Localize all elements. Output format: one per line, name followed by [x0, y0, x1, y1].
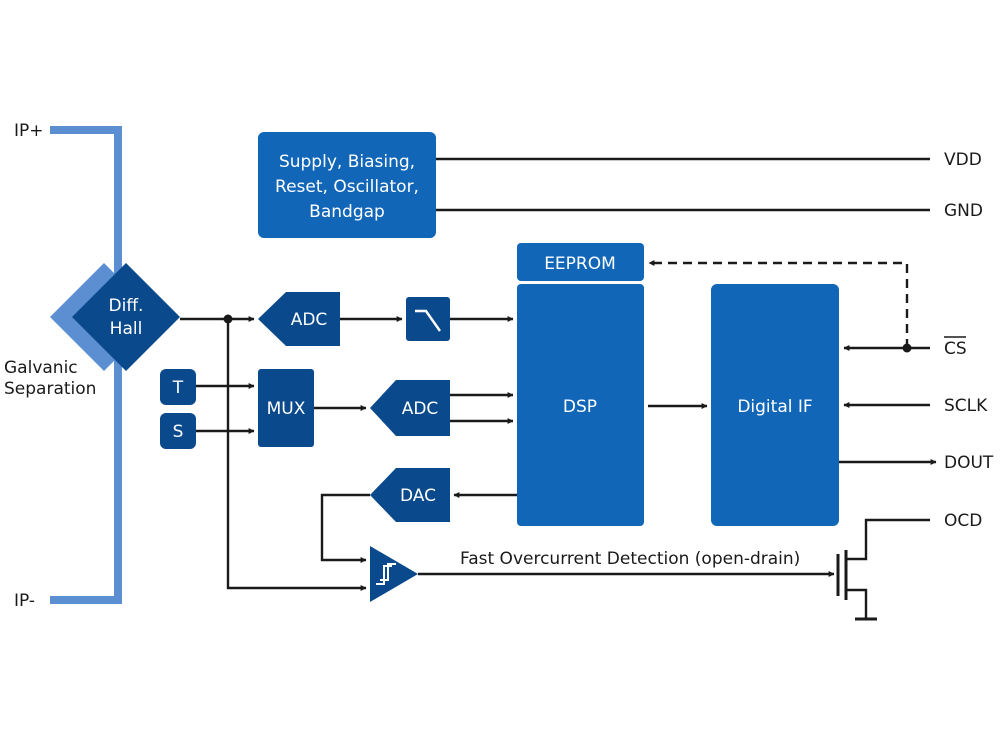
- t-input-block: [160, 369, 196, 405]
- eeprom-label: EEPROM: [544, 254, 616, 274]
- transistor-drain: [846, 518, 930, 561]
- s-input-label: S: [173, 422, 184, 442]
- digital-if-label: Digital IF: [737, 397, 812, 417]
- galvanic-label-line1: Galvanic: [4, 358, 78, 378]
- eeprom-block: [517, 243, 644, 281]
- dout-pin-label: DOUT: [944, 453, 994, 473]
- diff-hall-label-line1: Diff.: [109, 296, 144, 316]
- s-input-block: [160, 413, 196, 449]
- cs-pin-label: CS: [944, 339, 967, 359]
- diff-hall-label-line2: Hall: [110, 319, 143, 339]
- galvanic-label-line2: Separation: [4, 379, 96, 399]
- current-conductor: [50, 126, 122, 604]
- adc-mid-label: ADC: [402, 399, 439, 419]
- supply-label-line3: Bandgap: [309, 202, 385, 222]
- ip-minus-label: IP-: [14, 591, 35, 611]
- adc-top-block: [258, 292, 340, 346]
- mux-label: MUX: [267, 399, 306, 419]
- hysteresis-icon: [376, 563, 396, 585]
- lowpass-filter-icon: [415, 309, 441, 332]
- hall-to-comparator-wire: [226, 319, 367, 591]
- t-input-label: T: [172, 378, 184, 398]
- dac-block: [370, 468, 450, 522]
- supply-label-line2: Reset, Oscillator,: [275, 177, 419, 197]
- comparator-block: [370, 546, 418, 602]
- lowpass-filter-block: [406, 297, 450, 341]
- sclk-pin-label: SCLK: [944, 396, 988, 416]
- ip-plus-label: IP+: [14, 121, 44, 141]
- mux-block: [258, 369, 314, 447]
- conductor-path: [50, 126, 122, 604]
- dac-to-comparator-wire: [320, 493, 370, 563]
- supply-label-line1: Supply, Biasing,: [279, 152, 415, 172]
- digital-if-block: [711, 284, 839, 526]
- ocd-pin-label: OCD: [944, 511, 982, 531]
- fast-ocd-annotation: Fast Overcurrent Detection (open-drain): [460, 549, 800, 569]
- transistor-source: [846, 588, 868, 618]
- diff-hall-block: [72, 263, 180, 371]
- dac-label: DAC: [400, 486, 436, 506]
- dsp-label: DSP: [563, 397, 597, 417]
- cs-to-eeprom-dashed-wire: [648, 260, 909, 348]
- adc-top-label: ADC: [291, 310, 328, 330]
- supply-block: [258, 132, 436, 238]
- dsp-block: [517, 284, 644, 526]
- adc-mid-block: [370, 380, 450, 436]
- gnd-pin-label: GND: [944, 201, 983, 221]
- vdd-pin-label: VDD: [944, 150, 982, 170]
- open-drain-transistor: [836, 518, 930, 621]
